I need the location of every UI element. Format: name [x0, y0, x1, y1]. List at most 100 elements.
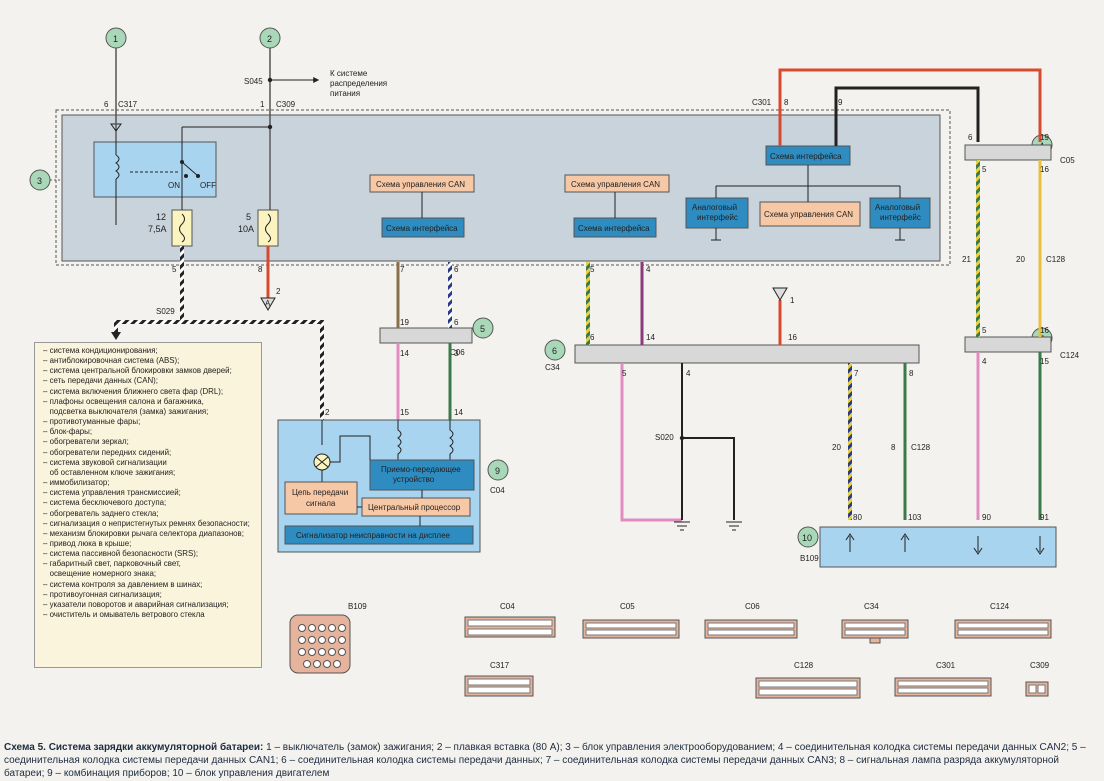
consumer-list-item: – привод люка в крыше; — [43, 538, 132, 548]
fault-indicator-block — [284, 525, 474, 545]
consumer-list-item: подсветка выключателя (замка) зажигания; — [43, 406, 209, 416]
view-label-c301: C301 — [936, 661, 956, 670]
consumer-list-item: – механизм блокировки рычага селектора д… — [43, 528, 244, 538]
fuse-12-rating: 7,5A — [148, 224, 167, 234]
caption-title: Схема 5. Система зарядки аккумуляторной … — [4, 742, 264, 753]
consumer-list-item: – иммобилизатор; — [43, 478, 110, 488]
interface-block-1 — [381, 217, 465, 238]
pin-4-c124: 4 — [982, 357, 987, 366]
switch-contact-icon — [181, 161, 199, 177]
signal-chain-label-2: сигнала — [306, 499, 336, 508]
transceiver-block — [369, 459, 475, 491]
switch-off-label: OFF — [200, 181, 216, 190]
pin-7-c06: 7 — [400, 265, 405, 274]
pin-19-c06: 19 — [400, 318, 409, 327]
cpu-label: Центральный процессор — [368, 503, 461, 512]
ignition-switch-relay-box — [93, 141, 217, 198]
view-label-c317: C317 — [490, 661, 510, 670]
consumer-list-item: – блок-фары; — [43, 427, 93, 437]
power-system-label-2: распределения — [330, 79, 387, 88]
pin-90-b109: 90 — [982, 513, 991, 522]
c128-label: C128 — [1046, 255, 1066, 264]
consumer-list-item: – обогреватель заднего стекла; — [43, 508, 159, 518]
ground-a2-triangle — [772, 287, 788, 301]
view-label-c05: C05 — [620, 602, 635, 611]
pin-4-c34: 4 — [686, 369, 691, 378]
consumer-list-panel: – система кондиционирования;– антиблокир… — [34, 342, 262, 668]
interface-label-1: Схема интерфейса — [386, 224, 458, 233]
pin-3-c06: 3 — [454, 349, 459, 358]
c34-label: C34 — [545, 363, 560, 372]
ground-symbol-2 — [726, 521, 742, 531]
switch-on-label: ON — [168, 181, 180, 190]
fuse-5-rating: 10A — [238, 224, 254, 234]
transceiver-label-2: устройство — [393, 475, 435, 484]
c128-label-lower: C128 — [911, 443, 931, 452]
b109-label: B109 — [800, 554, 819, 563]
pin-21-c128: 21 — [962, 255, 971, 264]
pin-1-c309: 1 — [260, 100, 265, 109]
pin-103-b109: 103 — [908, 513, 922, 522]
connector-c06 — [379, 327, 473, 344]
pin-8-fuse5: 8 — [258, 265, 263, 274]
consumer-list-item: – сеть передачи данных (CAN); — [43, 376, 158, 386]
pin-1-ground: 1 — [790, 296, 795, 305]
pin-8-c301: 8 — [784, 98, 789, 107]
fuse-5-number: 5 — [246, 212, 251, 222]
caption-text: 1 – выключатель (замок) зажигания; 2 – п… — [4, 742, 1086, 779]
consumer-list-item: – система центральной блокировки замков … — [43, 366, 232, 376]
pin-14-c34: 14 — [646, 333, 655, 342]
pin-5-c34-top: 5 — [590, 265, 595, 274]
interface-label-2: Схема интерфейса — [578, 224, 650, 233]
power-system-label-3: питания — [330, 89, 360, 98]
pin-6-c34: 6 — [590, 333, 595, 342]
pin-2-c04: 2 — [325, 408, 330, 417]
pin-5-c34: 5 — [622, 369, 627, 378]
pin-5-c124: 5 — [982, 326, 987, 335]
pin-2-ground-a: 2 — [276, 287, 281, 296]
pin-15-c04: 15 — [400, 408, 409, 417]
fuse-12 — [171, 209, 193, 247]
svg-text:1: 1 — [113, 34, 118, 44]
pin-8-c34: 8 — [909, 369, 914, 378]
view-label-c06: C06 — [745, 602, 760, 611]
can-control-label-3: Схема управления CAN — [764, 210, 853, 219]
pin-15-c124: 15 — [1040, 357, 1049, 366]
pin-6b-c06: 6 — [454, 318, 459, 327]
consumer-list-item: – система кондиционирования; — [43, 346, 158, 355]
pin-20-c128-lower: 20 — [832, 443, 841, 452]
consumer-list-item: – противоугонная сигнализация; — [43, 589, 162, 599]
view-label-c128: C128 — [794, 661, 814, 670]
svg-text:6: 6 — [552, 346, 557, 356]
svg-text:10: 10 — [802, 533, 812, 543]
c04-label: C04 — [490, 486, 505, 495]
connector-c124 — [964, 336, 1052, 353]
consumer-list-item: – система включения ближнего света фар (… — [43, 386, 224, 396]
pin-80-b109: 80 — [853, 513, 862, 522]
pin-20-c128: 20 — [1016, 255, 1025, 264]
ground-a-triangle — [260, 297, 276, 311]
callout-5: 5 — [472, 317, 494, 339]
can-control-label-1: Схема управления CAN — [376, 180, 465, 189]
svg-text:5: 5 — [480, 324, 485, 334]
consumer-list-item: – плафоны освещения салона и багажника, — [43, 396, 204, 406]
consumer-list-item: – система звуковой сигнализации — [43, 457, 167, 467]
c309-label: C309 — [276, 100, 296, 109]
can-control-block-2 — [564, 174, 670, 193]
consumer-list-item: об оставленном ключе зажигания; — [43, 467, 176, 477]
fuse-5 — [257, 209, 279, 247]
consumer-list-item: – обогреватели зеркал; — [43, 437, 129, 447]
callout-3: 3 — [29, 169, 51, 191]
pin-6-c05: 6 — [968, 133, 973, 142]
pin-14-c04: 14 — [454, 408, 463, 417]
svg-text:3: 3 — [37, 176, 42, 186]
analog-interface-label-2a: Аналоговый — [875, 203, 920, 212]
s045-label: S045 — [244, 77, 263, 86]
consumer-list-item: – система управления трансмиссией; — [43, 488, 181, 498]
s029-label: S029 — [156, 307, 175, 316]
lamp-icon — [313, 453, 331, 471]
pin-16-c34: 16 — [788, 333, 797, 342]
power-system-label-1: К системе — [330, 69, 368, 78]
pin-4-c34-top: 4 — [646, 265, 651, 274]
consumer-list-item: – обогреватели передних сидений; — [43, 447, 172, 457]
